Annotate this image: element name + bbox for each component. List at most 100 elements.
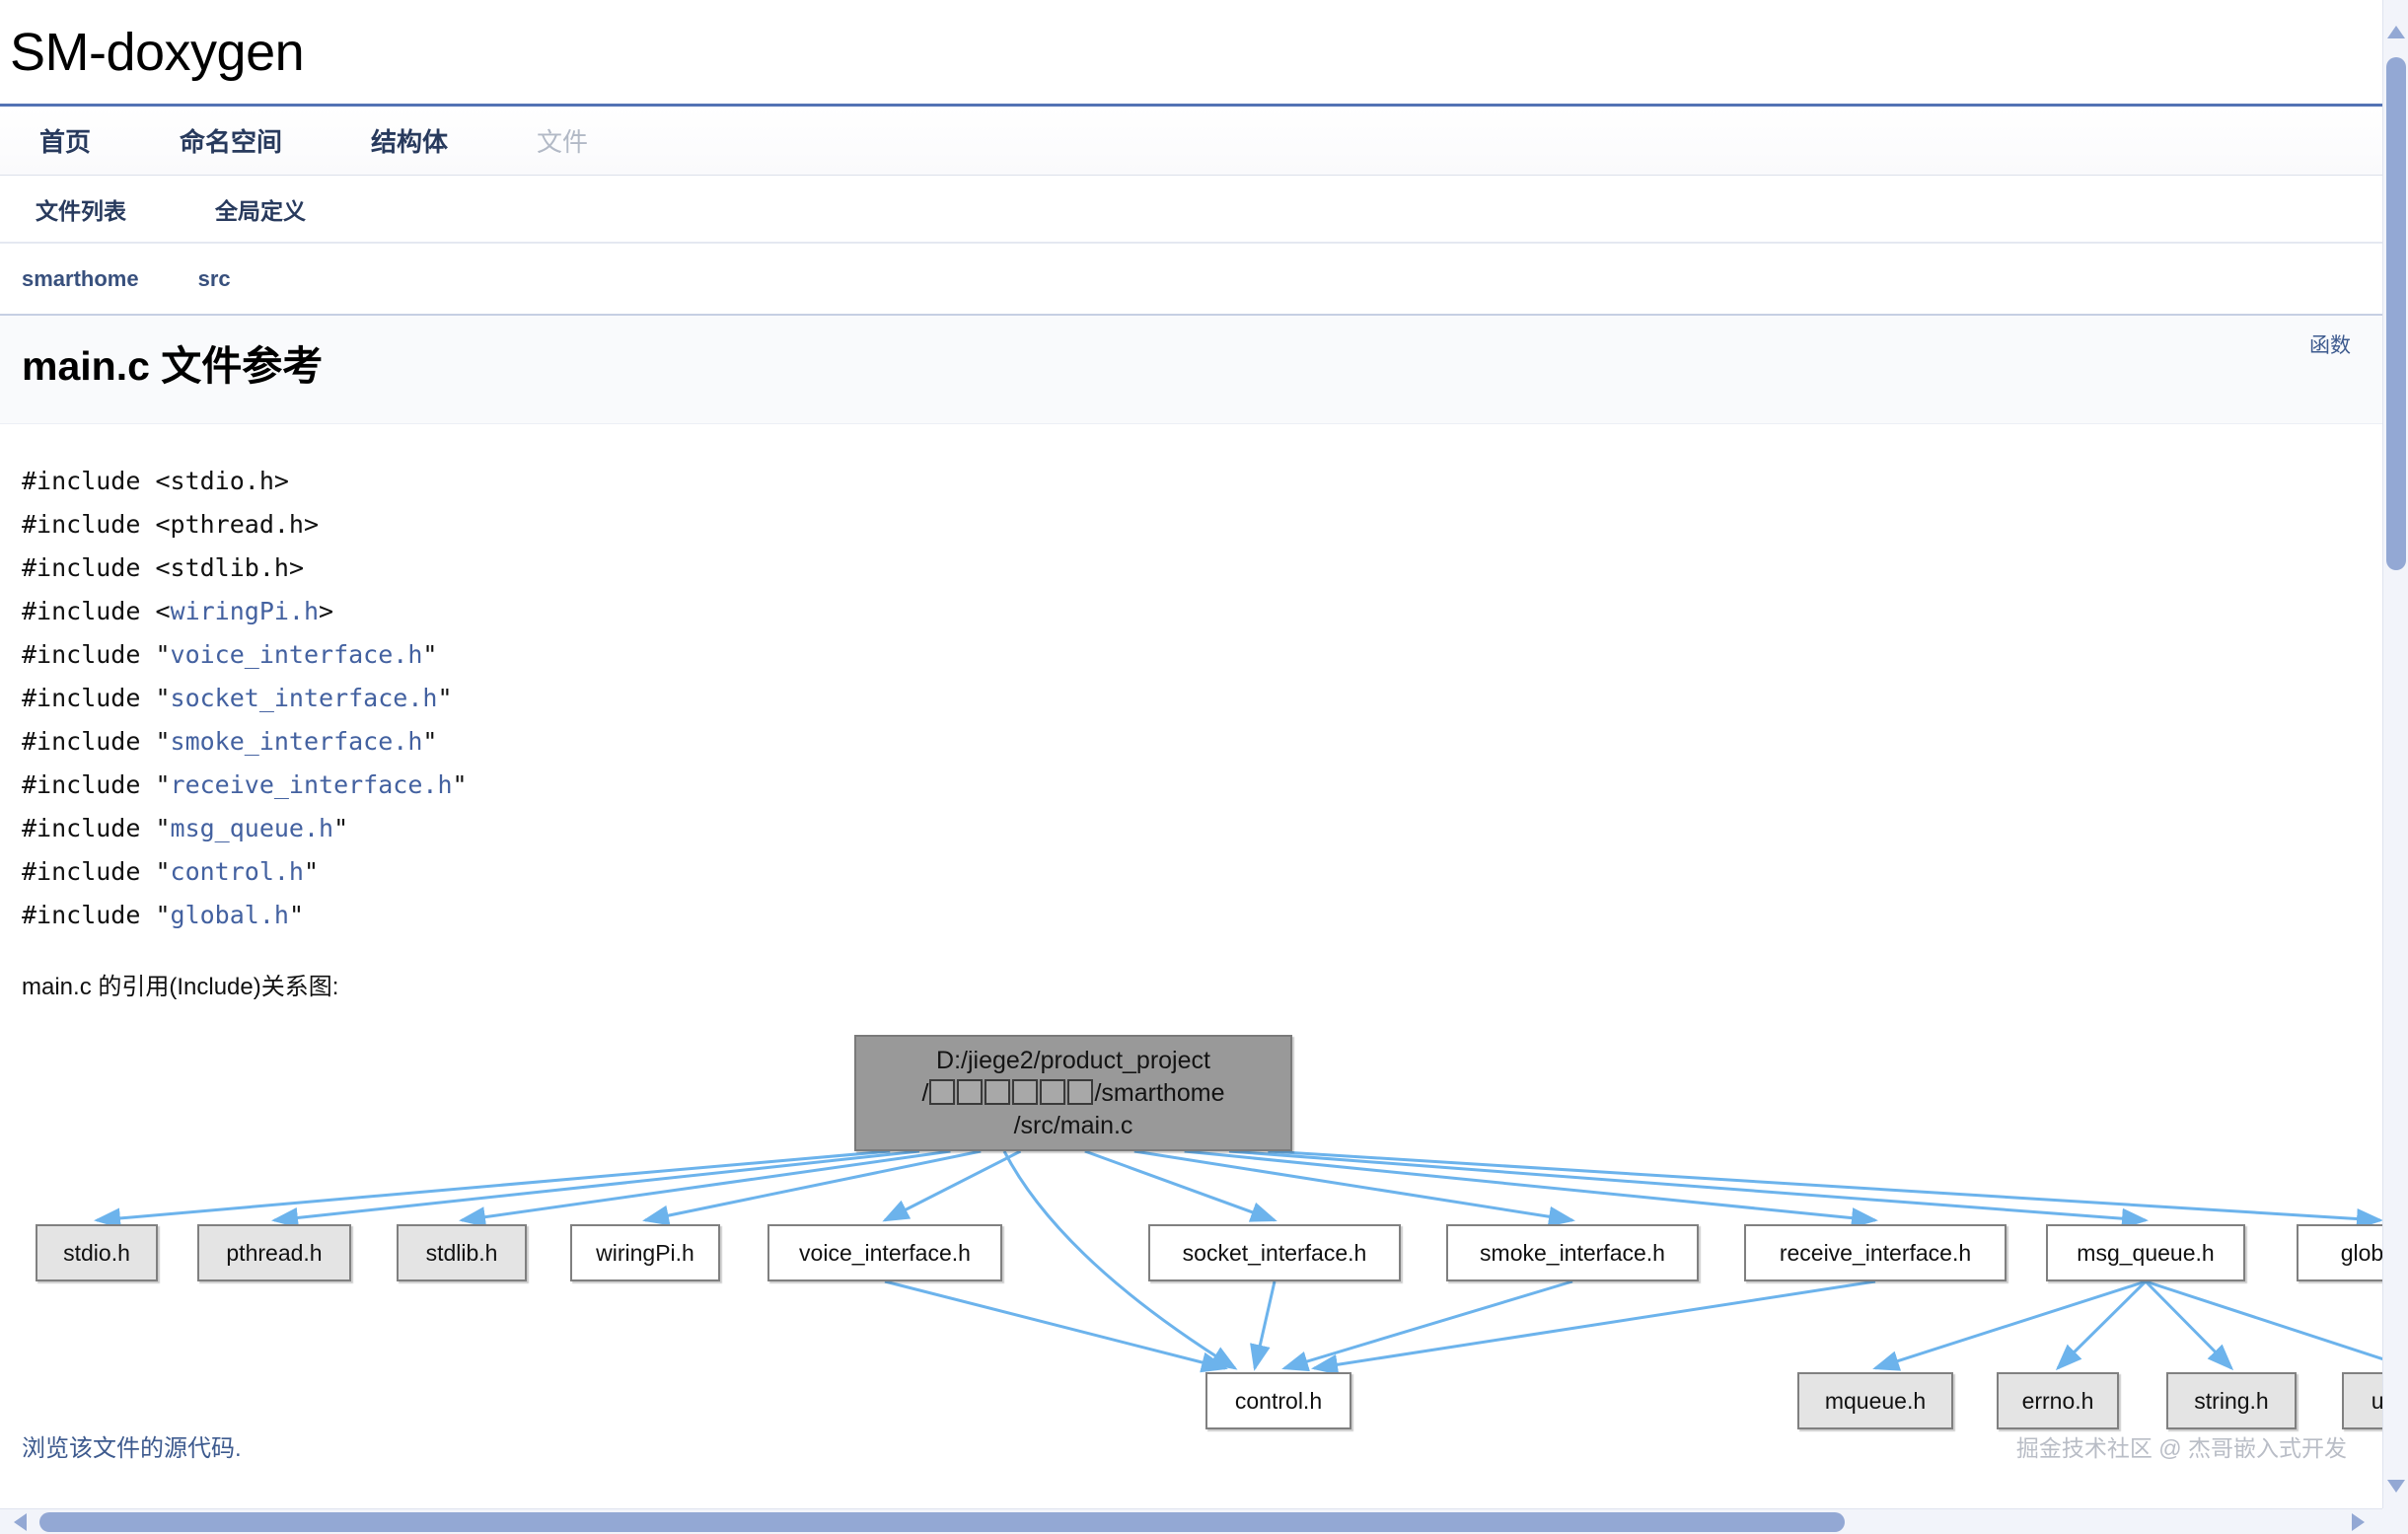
graph-node-stdlib-h[interactable]: stdlib.h xyxy=(397,1224,527,1282)
include-header-name[interactable]: wiringPi.h xyxy=(170,597,320,626)
summary-link-functions[interactable]: 函数 xyxy=(2309,334,2351,357)
include-close: " xyxy=(422,727,438,757)
include-line: #include "voice_interface.h" xyxy=(22,633,2408,677)
graph-edge xyxy=(2145,1279,2408,1371)
breadcrumb: smarthome src xyxy=(0,243,2408,316)
graph-edge xyxy=(642,1149,982,1226)
include-line: #include <stdlib.h> xyxy=(22,547,2408,590)
include-list: #include <stdio.h>#include <pthread.h>#i… xyxy=(0,424,2408,937)
graph-node-receive_interface-h[interactable]: receive_interface.h xyxy=(1744,1224,2007,1282)
include-close: > xyxy=(319,597,334,626)
graph-node-voice_interface-h[interactable]: voice_interface.h xyxy=(767,1224,1002,1282)
graph-edge xyxy=(94,1149,891,1229)
graph-node-smoke_interface-h[interactable]: smoke_interface.h xyxy=(1446,1224,1699,1282)
include-directive: #include < xyxy=(22,553,171,583)
include-directive: #include " xyxy=(22,727,171,757)
vertical-scrollbar[interactable] xyxy=(2382,0,2408,1534)
graph-node-wiringPi-h[interactable]: wiringPi.h xyxy=(570,1224,720,1282)
include-header-name[interactable]: control.h xyxy=(170,857,304,887)
include-close: " xyxy=(452,770,468,800)
page-title: main.c 文件参考 xyxy=(22,343,324,389)
header-title-block: main.c 文件参考 xyxy=(0,316,2408,425)
include-close: " xyxy=(303,857,320,887)
tab-files[interactable]: 文件 xyxy=(537,127,589,157)
graph-node-errno-h[interactable]: errno.h xyxy=(1997,1372,2119,1430)
graph-caption: main.c 的引用(Include)关系图: xyxy=(22,974,339,1001)
graph-edge xyxy=(882,1149,1022,1222)
include-header-name[interactable]: smoke_interface.h xyxy=(170,727,423,757)
include-header-name[interactable]: msg_queue.h xyxy=(170,814,334,843)
graph-node-string-h[interactable]: string.h xyxy=(2166,1372,2297,1430)
project-name: SM-doxygen xyxy=(10,22,305,82)
view-source-link[interactable]: 浏览该文件的源代码. xyxy=(22,1435,242,1462)
horizontal-scrollbar[interactable] xyxy=(0,1508,2408,1534)
missing-glyph-icon xyxy=(1040,1078,1066,1105)
graph-edge xyxy=(1084,1149,1277,1222)
include-directive: #include " xyxy=(22,684,171,713)
tab-home[interactable]: 首页 xyxy=(39,127,92,157)
tab-structs[interactable]: 结构体 xyxy=(371,127,449,157)
include-line: #include "socket_interface.h" xyxy=(22,677,2408,720)
include-line: #include <wiringPi.h> xyxy=(22,590,2408,633)
include-header-name[interactable]: voice_interface.h xyxy=(170,640,423,670)
graph-edge xyxy=(1184,1149,1878,1229)
include-line: #include "smoke_interface.h" xyxy=(22,720,2408,764)
graph-edge xyxy=(1311,1279,1876,1375)
include-close: > xyxy=(273,467,289,496)
include-directive: #include < xyxy=(22,510,171,540)
title-area: SM-doxygen xyxy=(0,0,2408,107)
include-line: #include "msg_queue.h" xyxy=(22,807,2408,850)
graph-edge xyxy=(2144,1280,2234,1371)
include-line: #include "global.h" xyxy=(22,894,2408,937)
contents: 函数 main.c 文件参考 #include <stdio.h>#includ… xyxy=(0,316,2408,1534)
include-directive: #include " xyxy=(22,814,171,843)
graph-edge xyxy=(1250,1280,1277,1372)
graph-node-msg_queue-h[interactable]: msg_queue.h xyxy=(2046,1224,2245,1282)
include-header-name[interactable]: global.h xyxy=(170,901,289,930)
include-close: " xyxy=(288,901,304,930)
breadcrumb-item-smarthome[interactable]: smarthome xyxy=(22,265,139,291)
include-close: " xyxy=(437,684,453,713)
horizontal-scroll-thumb[interactable] xyxy=(39,1512,1845,1532)
root-node-line-1: D:/jiege2/product_project xyxy=(936,1046,1210,1074)
include-header-name: stdlib.h xyxy=(170,553,289,583)
include-line: #include "receive_interface.h" xyxy=(22,764,2408,807)
root-node-line-2: //smarthome xyxy=(921,1078,1225,1107)
include-close: > xyxy=(303,510,320,540)
tab-namespaces[interactable]: 命名空间 xyxy=(180,127,283,157)
subtab-file-list[interactable]: 文件列表 xyxy=(36,197,126,224)
missing-glyph-icon xyxy=(957,1078,984,1105)
graph-edge xyxy=(2055,1280,2148,1371)
root-node-line-3: /src/main.c xyxy=(1013,1111,1133,1139)
subtab-global-defs[interactable]: 全局定义 xyxy=(215,197,306,224)
include-header-name: pthread.h xyxy=(170,510,304,540)
graph-node-control-h[interactable]: control.h xyxy=(1205,1372,1351,1430)
graph-edges xyxy=(94,1149,2408,1375)
scroll-down-arrow-icon[interactable] xyxy=(2387,1480,2405,1493)
graph-node-root-main-c: D:/jiege2/product_project //smarthome/src… xyxy=(854,1035,1292,1152)
include-header-name: stdio.h xyxy=(170,467,274,496)
include-directive: #include < xyxy=(22,597,171,626)
vertical-scroll-thumb[interactable] xyxy=(2386,57,2406,570)
include-line: #include <pthread.h> xyxy=(22,503,2408,547)
breadcrumb-item-src[interactable]: src xyxy=(197,265,231,291)
include-directive: #include " xyxy=(22,770,171,800)
graph-node-stdio-h[interactable]: stdio.h xyxy=(36,1224,158,1282)
graph-node-socket_interface-h[interactable]: socket_interface.h xyxy=(1148,1224,1401,1282)
graph-edge xyxy=(1872,1279,2147,1371)
graph-node-mqueue-h[interactable]: mqueue.h xyxy=(1797,1372,1953,1430)
include-directive: #include " xyxy=(22,901,171,930)
watermark: 掘金技术社区 @ 杰哥嵌入式开发 xyxy=(2015,1435,2347,1461)
include-header-name[interactable]: receive_interface.h xyxy=(170,770,453,800)
graph-edge xyxy=(1133,1149,1575,1227)
graph-edge xyxy=(884,1279,1228,1373)
scroll-up-arrow-icon[interactable] xyxy=(2387,26,2405,38)
scroll-left-arrow-icon[interactable] xyxy=(14,1513,27,1531)
include-line: #include "control.h" xyxy=(22,850,2408,894)
include-dependency-graph: D:/jiege2/product_project //smarthome/src… xyxy=(0,1013,2408,1437)
graph-edge xyxy=(1228,1149,2149,1229)
scroll-right-arrow-icon[interactable] xyxy=(2352,1513,2365,1531)
include-header-name[interactable]: socket_interface.h xyxy=(170,684,438,713)
graph-node-pthread-h[interactable]: pthread.h xyxy=(197,1224,351,1282)
